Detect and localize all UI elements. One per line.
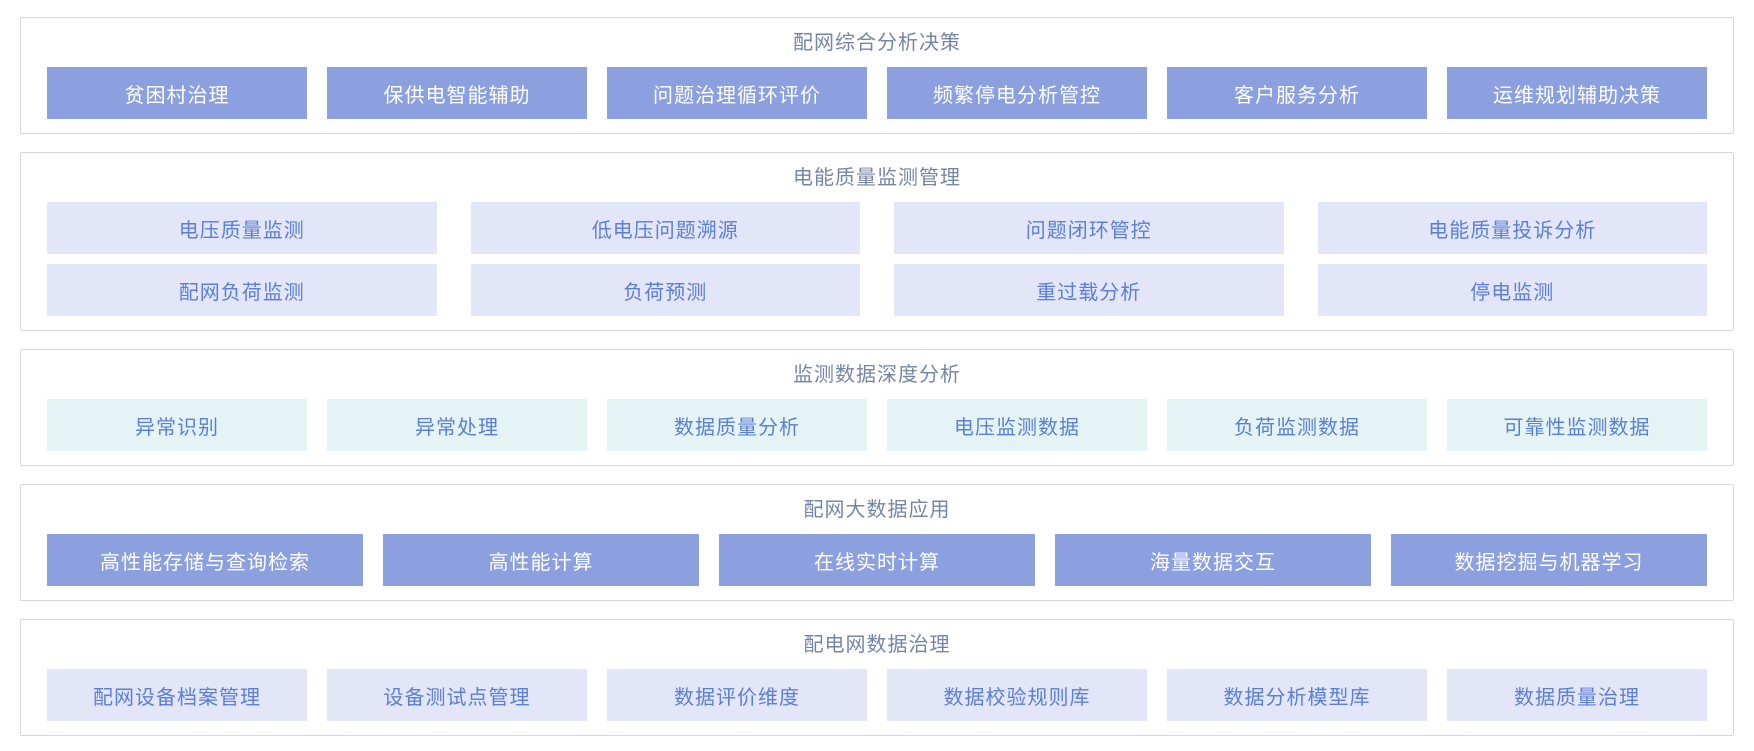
section-title: 监测数据深度分析 xyxy=(793,364,961,386)
tile-button[interactable]: 异常识别 xyxy=(47,399,307,451)
tile-button[interactable]: 电压监测数据 xyxy=(887,399,1147,451)
tile-row: 贫困村治理保供电智能辅助问题治理循环评价频繁停电分析管控客户服务分析运维规划辅助… xyxy=(47,67,1707,119)
tile-button[interactable]: 运维规划辅助决策 xyxy=(1447,67,1707,119)
section-title: 电能质量监测管理 xyxy=(793,167,961,189)
section-distribution-network-data-governance: 配电网数据治理配网设备档案管理设备测试点管理数据评价维度数据校验规则库数据分析模… xyxy=(20,619,1734,736)
section-title: 配网综合分析决策 xyxy=(793,32,961,54)
tile-button[interactable]: 贫困村治理 xyxy=(47,67,307,119)
tile-button[interactable]: 停电监测 xyxy=(1317,264,1707,316)
section-distribution-big-data-application: 配网大数据应用高性能存储与查询检索高性能计算在线实时计算海量数据交互数据挖掘与机… xyxy=(20,484,1734,601)
tile-button[interactable]: 配网负荷监测 xyxy=(47,264,437,316)
tile-button[interactable]: 电能质量投诉分析 xyxy=(1317,202,1707,254)
tile-button[interactable]: 数据挖掘与机器学习 xyxy=(1391,534,1707,586)
tile-button[interactable]: 客户服务分析 xyxy=(1167,67,1427,119)
tile-button[interactable]: 数据质量治理 xyxy=(1447,669,1707,721)
tile-button[interactable]: 数据分析模型库 xyxy=(1167,669,1427,721)
tile-row: 配网负荷监测负荷预测重过载分析停电监测 xyxy=(47,264,1707,316)
section-comprehensive-analysis-decision: 配网综合分析决策贫困村治理保供电智能辅助问题治理循环评价频繁停电分析管控客户服务… xyxy=(20,17,1734,134)
tile-button[interactable]: 在线实时计算 xyxy=(719,534,1035,586)
tile-button[interactable]: 保供电智能辅助 xyxy=(327,67,587,119)
tile-button[interactable]: 设备测试点管理 xyxy=(327,669,587,721)
tile-button[interactable]: 重过载分析 xyxy=(894,264,1284,316)
tile-row: 电压质量监测低电压问题溯源问题闭环管控电能质量投诉分析 xyxy=(47,202,1707,254)
tile-row: 配网设备档案管理设备测试点管理数据评价维度数据校验规则库数据分析模型库数据质量治… xyxy=(47,669,1707,721)
tile-button[interactable]: 数据质量分析 xyxy=(607,399,867,451)
tile-button[interactable]: 高性能存储与查询检索 xyxy=(47,534,363,586)
section-monitoring-data-deep-analysis: 监测数据深度分析异常识别异常处理数据质量分析电压监测数据负荷监测数据可靠性监测数… xyxy=(20,349,1734,466)
tile-button[interactable]: 问题闭环管控 xyxy=(894,202,1284,254)
tile-button[interactable]: 高性能计算 xyxy=(383,534,699,586)
layer-stack: 配网综合分析决策贫困村治理保供电智能辅助问题治理循环评价频繁停电分析管控客户服务… xyxy=(0,17,1754,736)
tile-row: 高性能存储与查询检索高性能计算在线实时计算海量数据交互数据挖掘与机器学习 xyxy=(47,534,1707,586)
tile-button[interactable]: 异常处理 xyxy=(327,399,587,451)
tile-row: 异常识别异常处理数据质量分析电压监测数据负荷监测数据可靠性监测数据 xyxy=(47,399,1707,451)
tile-button[interactable]: 海量数据交互 xyxy=(1055,534,1371,586)
tile-button[interactable]: 电压质量监测 xyxy=(47,202,437,254)
tile-button[interactable]: 数据评价维度 xyxy=(607,669,867,721)
tile-button[interactable]: 数据校验规则库 xyxy=(887,669,1147,721)
section-title: 配电网数据治理 xyxy=(803,634,951,656)
tile-button[interactable]: 可靠性监测数据 xyxy=(1447,399,1707,451)
tile-button[interactable]: 频繁停电分析管控 xyxy=(887,67,1147,119)
section-title: 配网大数据应用 xyxy=(803,499,951,521)
tile-button[interactable]: 低电压问题溯源 xyxy=(470,202,860,254)
section-power-quality-monitoring-management: 电能质量监测管理电压质量监测低电压问题溯源问题闭环管控电能质量投诉分析配网负荷监… xyxy=(20,152,1734,331)
tile-button[interactable]: 负荷监测数据 xyxy=(1167,399,1427,451)
tile-button[interactable]: 负荷预测 xyxy=(470,264,860,316)
tile-button[interactable]: 问题治理循环评价 xyxy=(607,67,867,119)
tile-button[interactable]: 配网设备档案管理 xyxy=(47,669,307,721)
